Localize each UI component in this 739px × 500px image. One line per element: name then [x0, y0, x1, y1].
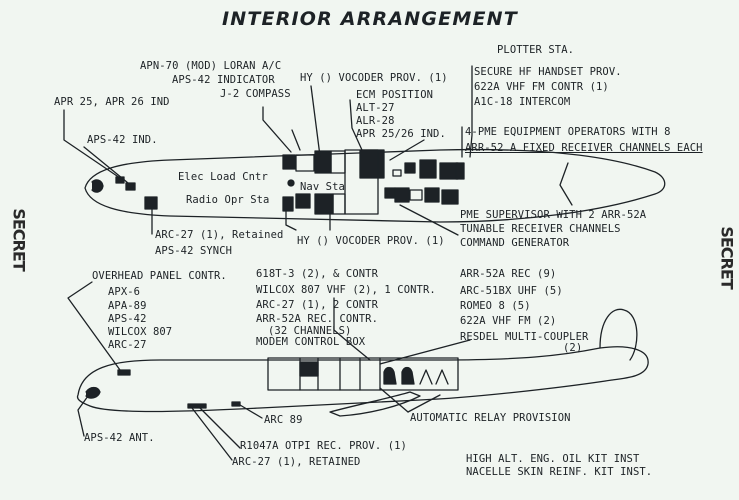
label-apr25-26-ind2: APR 25/26 IND.: [356, 128, 446, 140]
label-romeo8: ROMEO 8 (5): [460, 300, 531, 312]
label-nav-sta: Nav Sta: [300, 181, 345, 193]
radio-block-3: [314, 193, 334, 215]
label-elec-load-cntr: Elec Load Cntr: [178, 171, 268, 183]
label-wilcox807-vhf: WILCOX 807 VHF (2), 1 CONTR.: [256, 284, 436, 296]
pme-block-1: [392, 169, 402, 177]
page-title: INTERIOR ARRANGEMENT: [222, 8, 518, 30]
label-apx6: APX-6: [108, 286, 141, 298]
pme-block-8: [409, 189, 423, 201]
ecm-block-1: [359, 149, 385, 179]
elec-load-block-2: [295, 154, 315, 172]
label-pme-supervisor-1: PME SUPERVISOR WITH 2 ARR-52A: [460, 209, 647, 221]
label-resdel-count: (2): [563, 342, 583, 354]
label-apn70: APN-70 (MOD) LORAN A/C: [140, 60, 282, 72]
aps42-synch-block: [144, 196, 158, 210]
lower-vertical-stab: [599, 308, 638, 361]
label-a1c18: A1C-18 INTERCOM: [474, 96, 571, 108]
lower-fuselage-outline: [76, 346, 649, 413]
label-pme-line1: 4-PME EQUIPMENT OPERATORS WITH 8: [465, 126, 671, 138]
pme-block-5: [455, 162, 465, 180]
label-pme-supervisor-2: TUNABLE RECEIVER CHANNELS: [460, 223, 621, 235]
lower-wing: [329, 391, 421, 417]
upper-nose-radome: [91, 179, 104, 193]
label-aps42-synch: APS-42 SYNCH: [155, 245, 233, 257]
label-nacelle-skin: NACELLE SKIN REINF. KIT INST.: [466, 466, 653, 478]
label-hy-vocoder-bottom: HY () VOCODER PROV. (1): [297, 235, 445, 247]
label-apr25-26-ind: APR 25, APR 26 IND: [54, 96, 170, 108]
label-aps42-ind: APS-42 IND.: [87, 134, 158, 146]
radio-block-4: [332, 193, 346, 215]
label-622a-vhf-fm: 622A VHF FM (2): [460, 315, 557, 327]
pme-block-4: [439, 162, 459, 180]
label-high-alt-oil-kit: HIGH ALT. ENG. OIL KIT INST: [466, 453, 640, 465]
radio-block-2: [295, 193, 311, 209]
label-overhead-panel: OVERHEAD PANEL CONTR.: [92, 270, 227, 282]
label-arc51bx-uhf: ARC-51BX UHF (5): [460, 285, 563, 297]
nav-block-1: [314, 150, 332, 174]
pme-block-2: [404, 162, 416, 174]
label-resdel-multicoupler: RESDEL MULTI-COUPLER: [460, 331, 589, 343]
label-pme-line2: ARR-52 A FIXED RECEIVER CHANNELS EACH: [465, 142, 703, 154]
pme-block-9: [424, 187, 440, 203]
secret-stamp-right: SECRET: [717, 226, 737, 289]
lower-equipment-rack: [267, 357, 459, 391]
label-j2-compass: J-2 COMPASS: [220, 88, 291, 100]
label-modem-control-box: MODEM CONTROL BOX: [256, 336, 366, 348]
radio-block-1: [282, 196, 294, 212]
label-hy-vocoder-top: HY () VOCODER PROV. (1): [300, 72, 448, 84]
aps42-ind-block: [125, 182, 136, 191]
label-aps42-overhead: APS-42: [108, 313, 147, 325]
label-32-channels: (32 CHANNELS): [268, 325, 352, 337]
label-plotter-sta: PLOTTER STA.: [497, 44, 575, 56]
label-622a-vhf: 622A VHF FM CONTR (1): [474, 81, 609, 93]
label-apa89: APA-89: [108, 300, 147, 312]
label-radio-opr-sta: Radio Opr Sta: [186, 194, 270, 206]
label-arr52a-rec-contr: ARR-52A REC. CONTR.: [256, 313, 379, 325]
label-automatic-relay: AUTOMATIC RELAY PROVISION: [410, 412, 571, 424]
upper-fuselage-outline: [84, 148, 666, 223]
label-wilcox807: WILCOX 807: [108, 326, 173, 338]
elec-load-block-1: [282, 154, 296, 170]
label-arc27-2contr: ARC-27 (1), 2 CONTR: [256, 299, 379, 311]
upper-tail-fin: [559, 162, 573, 206]
label-r1047a: R1047A OTPI REC. PROV. (1): [240, 440, 407, 452]
lower-nose-radome: [85, 386, 101, 399]
pme-block-10: [441, 189, 459, 205]
pme-block-7: [394, 187, 410, 203]
label-alt27: ALT-27: [356, 102, 395, 114]
label-secure-hf: SECURE HF HANDSET PROV.: [474, 66, 622, 78]
pme-block-3: [419, 159, 437, 179]
label-aps42-indicator: APS-42 INDICATOR: [172, 74, 275, 86]
label-arc27-retained-upper: ARC-27 (1), Retained: [155, 229, 284, 241]
label-ecm-position: ECM POSITION: [356, 89, 434, 101]
label-arc27-overhead: ARC-27: [108, 339, 147, 351]
secret-stamp-left: SECRET: [9, 208, 29, 271]
label-618t3: 618T-3 (2), & CONTR: [256, 268, 379, 280]
label-arc89: ARC 89: [264, 414, 303, 426]
label-alr28: ALR-28: [356, 115, 395, 127]
label-arc27-retained-lower: ARC-27 (1), RETAINED: [232, 456, 361, 468]
label-arr52a-rec: ARR-52A REC (9): [460, 268, 557, 280]
label-aps42-ant: APS-42 ANT.: [84, 432, 155, 444]
label-pme-supervisor-3: COMMAND GENERATOR: [460, 237, 570, 249]
pme-block-6: [384, 187, 396, 199]
